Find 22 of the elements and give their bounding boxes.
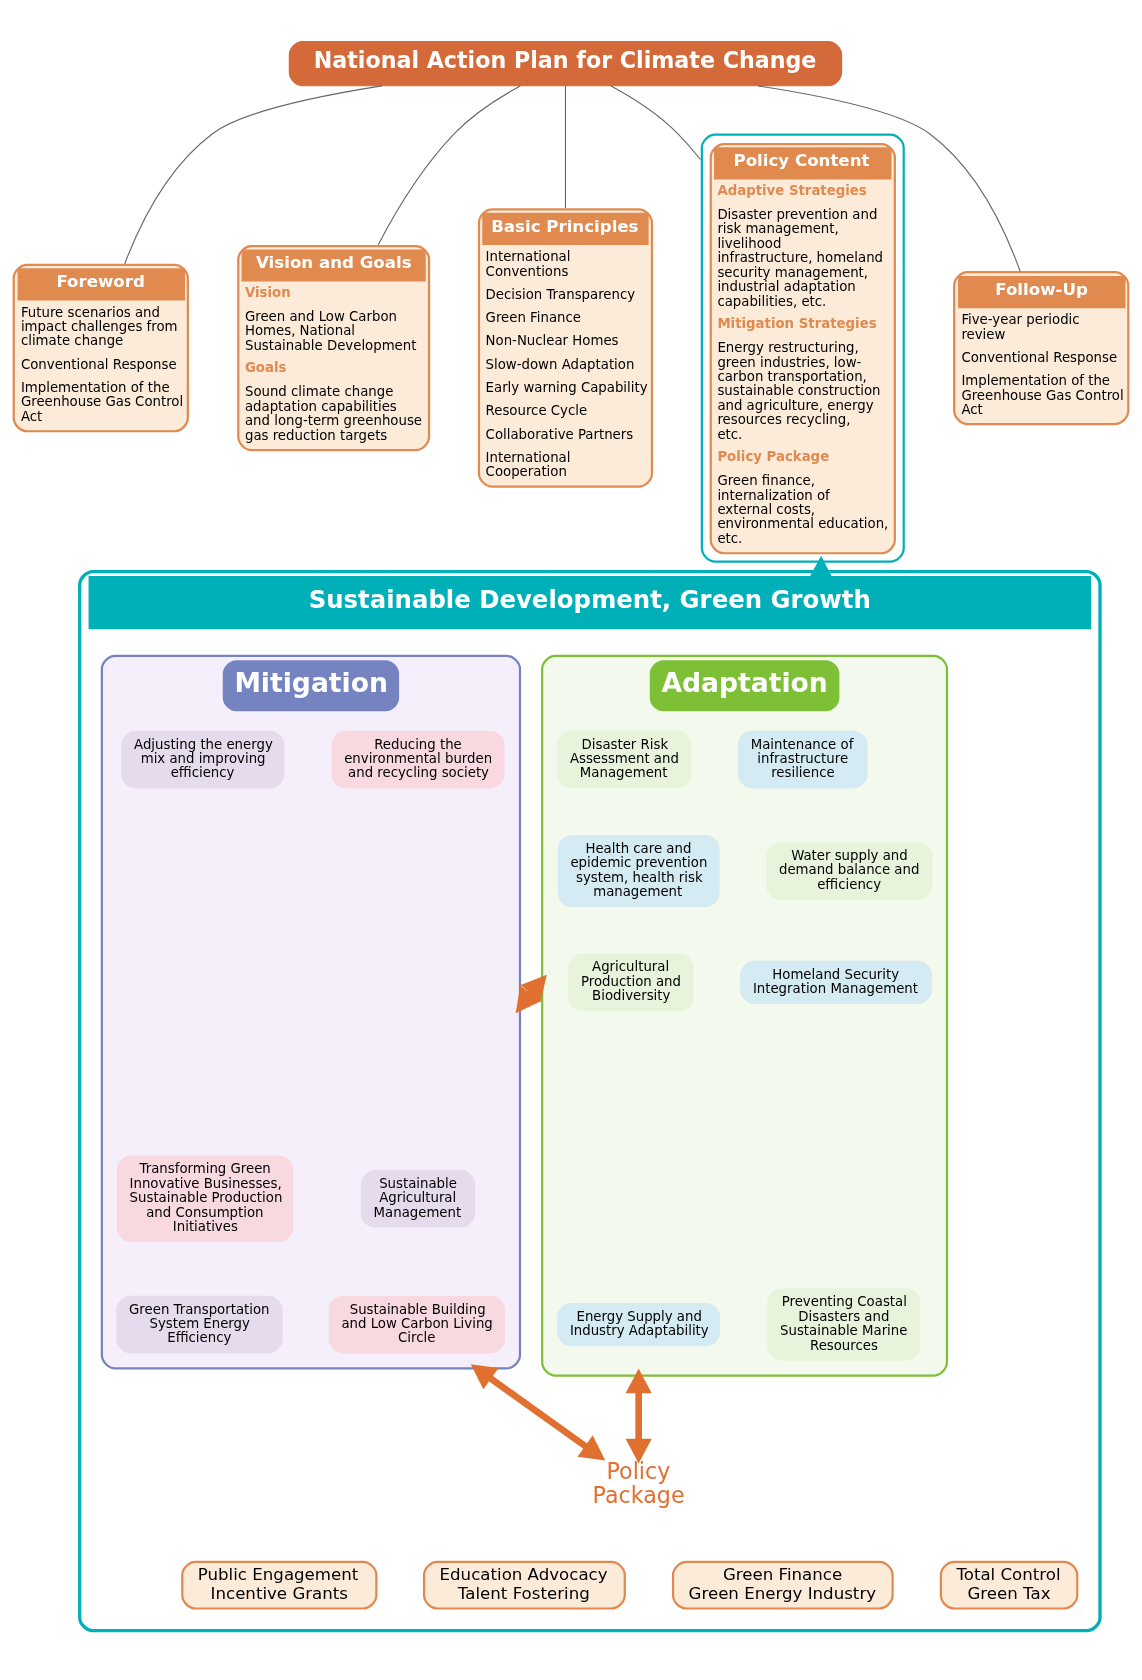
connector: [564, 84, 566, 209]
node-box: Energy Supply and Industry Adaptability: [557, 1302, 721, 1346]
arrow: [515, 974, 547, 1013]
node-box: Homeland Security Integration Management: [740, 960, 932, 1004]
node-box: Health care and epidemic prevention system, health risk management: [557, 834, 720, 907]
node-box: Education Advocacy Talent Fostering: [422, 1560, 626, 1610]
node-box: Green Finance Green Energy Industry: [671, 1560, 894, 1610]
connector: [377, 84, 521, 245]
arrow: [625, 1367, 652, 1464]
node-box: National Action Plan for Climate Change: [288, 40, 843, 86]
node-box: Policy Content Adaptive Strategies Disaster prevention and risk management, livelihood infrastructure, homeland security management, industrial adaptation capabilities, etc. Mitigation Strategies Energy restructuring, green industries, low-carbon transportation, sustainable construction and agriculture, energy resources recycling, etc. Policy Package Green finance, internalization of external costs, environmental education, etc.: [700, 133, 905, 563]
connector: [124, 84, 383, 264]
connector: [610, 85, 701, 160]
node-text: Policy Package: [592, 1457, 685, 1508]
arrow: [470, 1363, 606, 1460]
node-box: Reducing the environmental burden and recycling society: [331, 730, 505, 788]
node-box: Sustainable Building and Low Carbon Living Circle: [328, 1295, 505, 1353]
node-box: Maintenance of infrastructure resilience: [737, 730, 868, 788]
node-box: Total Control Green Tax: [939, 1560, 1079, 1610]
node-box: Public Engagement Incentive Grants: [181, 1560, 378, 1610]
node-box: Transforming Green Innovative Businesses, Sustainable Production and Consumption Initiatives: [116, 1154, 294, 1242]
connector: [757, 84, 1021, 272]
